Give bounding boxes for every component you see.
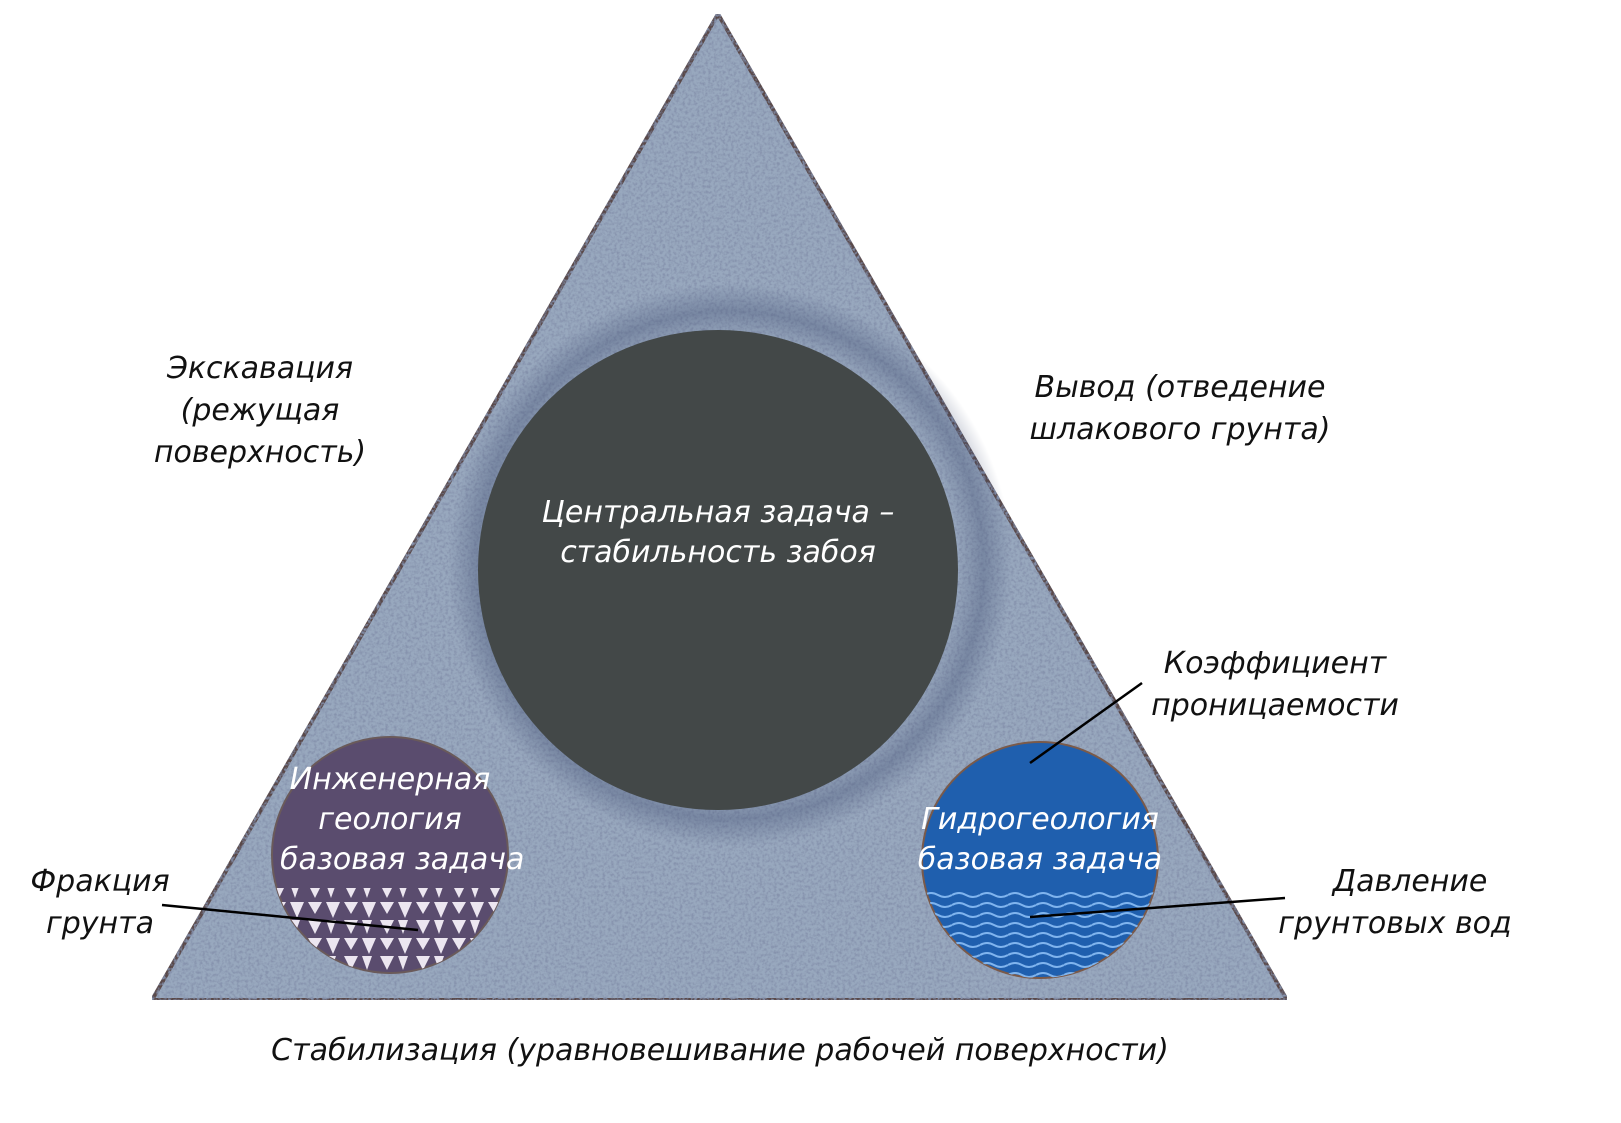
- central-line-1: Центральная задача –: [541, 495, 895, 530]
- geology-line-3: базовая задача: [280, 842, 525, 877]
- excavation-line-3: поверхность): [153, 435, 367, 470]
- output-line-1: Вывод (отведение: [1034, 370, 1326, 405]
- groundwater-line-2: грунтовых вод: [1278, 906, 1512, 941]
- output-label: Вывод (отведение шлакового грунта): [1020, 367, 1340, 451]
- groundwater-pressure-leader: [1029, 896, 1286, 919]
- groundwater-line-1: Давление: [1332, 864, 1488, 899]
- groundwater-pressure-label: Давление грунтовых вод: [1275, 861, 1515, 945]
- soil-fraction-leader: [161, 903, 419, 932]
- central-task-label: Центральная задача – стабильность забоя: [518, 493, 918, 573]
- permeability-line-1: Коэффициент: [1163, 646, 1387, 681]
- stabilization-line: Стабилизация (уравновешивание рабочей по…: [271, 1033, 1169, 1068]
- hydro-label: Гидрогеология базовая задача: [915, 800, 1165, 880]
- permeability-line-2: проницаемости: [1151, 688, 1399, 723]
- stabilization-label: Стабилизация (уравновешивание рабочей по…: [270, 1030, 1170, 1072]
- geology-line-2: геология: [318, 802, 462, 837]
- soil-fraction-label: Фракция грунта: [20, 861, 180, 945]
- excavation-line-1: Экскавация: [166, 351, 354, 386]
- soil-fraction-line-1: Фракция: [30, 864, 170, 899]
- hydro-line-1: Гидрогеология: [921, 802, 1159, 837]
- geology-line-1: Инженерная: [289, 762, 491, 797]
- central-circle: [478, 330, 958, 810]
- permeability-label: Коэффициент проницаемости: [1140, 643, 1410, 727]
- excavation-line-2: (режущая: [180, 393, 340, 428]
- output-line-2: шлакового грунта): [1029, 412, 1331, 447]
- hydro-line-2: базовая задача: [917, 842, 1163, 877]
- soil-fraction-line-2: грунта: [45, 906, 155, 941]
- permeability-leader: [1029, 681, 1143, 765]
- geology-label: Инженерная геология базовая задача: [280, 760, 525, 880]
- central-line-2: стабильность забоя: [560, 535, 876, 570]
- excavation-label: Экскавация (режущая поверхность): [150, 348, 370, 474]
